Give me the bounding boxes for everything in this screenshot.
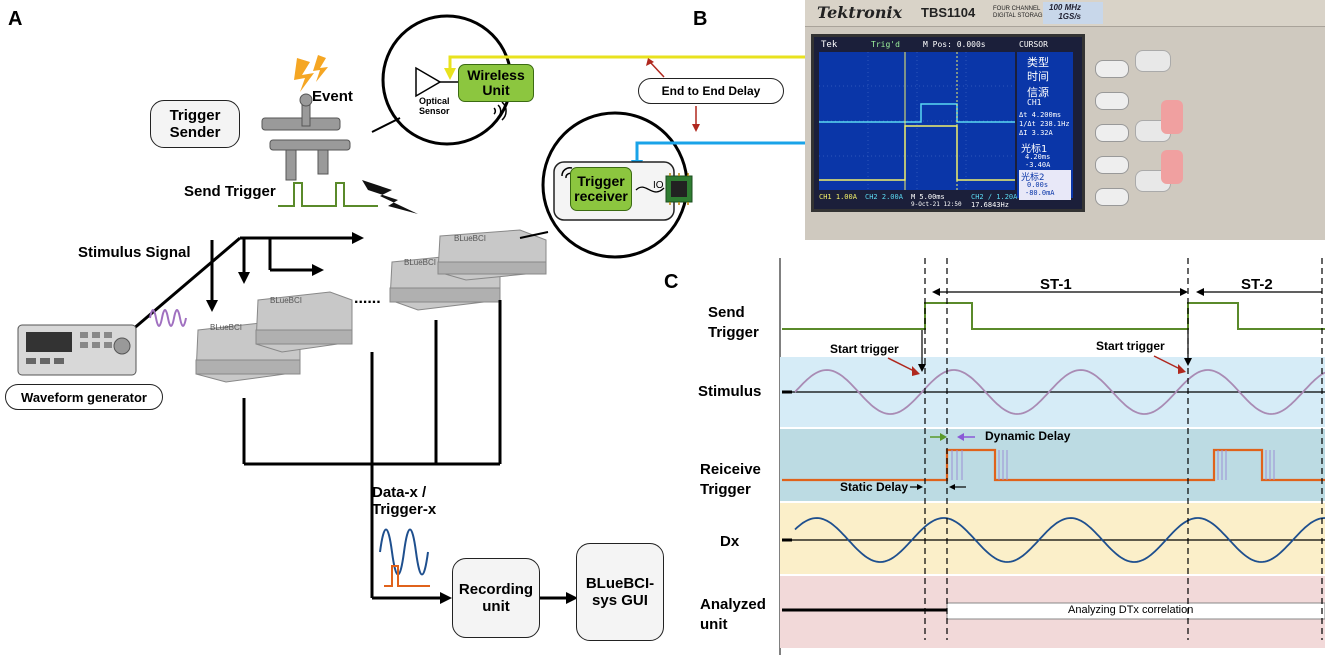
dx-row-label: Dx [720, 533, 740, 550]
blue-signal-line [635, 141, 805, 164]
scope-c1-i: -3.40A [1025, 161, 1051, 169]
static-delay-label: Static Delay [840, 480, 909, 494]
wireless-unit-box: Wireless Unit [458, 64, 534, 102]
io-label: IO [653, 180, 664, 191]
wireless-signal-icon [493, 101, 507, 121]
send-trigger-row-label: Send Trigger [708, 304, 759, 341]
panel-b-letter: B [693, 8, 708, 30]
scope-mpos: M Pos: 0.000s [923, 40, 986, 49]
scope-cursor-title: CURSOR [1019, 40, 1048, 49]
device-brand-2: BLueBCI [270, 296, 303, 305]
scope-cursor-source: 信源 [1027, 86, 1049, 99]
panel-a-letter: A [8, 8, 23, 30]
trigger-sender-clamp [261, 93, 351, 181]
optical-sensor-icon [415, 66, 442, 98]
receive-trigger-row-label: Reiceive Trigger [700, 461, 761, 498]
trigger-sender-label: Trigger Sender [169, 107, 221, 141]
recording-unit-box: Recording unit [452, 558, 540, 638]
stimulus-signal-label: Stimulus Signal [78, 244, 191, 261]
optical-sensor-label: Optical Sensor [419, 96, 450, 117]
waveform-generator-device [17, 324, 137, 376]
data-blue-wave [379, 528, 429, 576]
send-trigger-pulse [278, 182, 378, 207]
analyzed-unit-row-label: Analyzed unit [700, 596, 766, 633]
scope-delta-i: ΔI 3.32A [1019, 129, 1053, 137]
stimulus-wave [794, 369, 1325, 415]
dynamic-delay-label: Dynamic Delay [985, 429, 1071, 443]
event-label: Event [312, 88, 353, 105]
scope-tek: Tek [821, 40, 838, 50]
send-trigger-label: Send Trigger [184, 183, 276, 200]
event-lightning-icon [294, 55, 328, 92]
oscilloscope-photo: Tektronix TBS1104 FOUR CHANNEL DIGITAL S… [805, 0, 1325, 240]
end-to-end-delay-label: End to End Delay [638, 78, 784, 104]
scope-ch1: CH1 1.00A [819, 193, 857, 201]
scope-trig: Trig'd [871, 40, 900, 49]
device-brand-1: BLueBCI [210, 323, 243, 332]
yellow-signal-line [448, 55, 805, 72]
scope-ch2: CH2 2.00A [865, 193, 903, 201]
send-trigger-waveform [782, 302, 1325, 330]
scope-cursor1: 光标1 [1021, 144, 1048, 155]
scope-delta-t: Δt 4.200ms [1019, 111, 1062, 119]
devices-ellipsis: ...... [354, 290, 381, 307]
scope-m-time: M 5.00ms [911, 193, 945, 201]
gui-box: BLueBCI- sys GUI [576, 543, 664, 641]
scope-traces [819, 52, 1015, 190]
start-trigger-label-1: Start trigger [830, 342, 899, 356]
scope-c2-i: -80.0mA [1025, 189, 1055, 197]
scope-ch2-trig: CH2 ∕ 1.20A [971, 193, 1018, 201]
analyzing-label: Analyzing DTx correlation [1068, 604, 1194, 616]
device-brand-4: BLueBCI [454, 234, 487, 243]
scope-one-over-dt: 1/Δt 238.1Hz [1019, 120, 1070, 128]
data-trigger-label: Data-x / Trigger-x [372, 484, 437, 519]
recording-unit-label: Recording unit [458, 581, 534, 615]
gui-label: BLueBCI- sys GUI [585, 575, 655, 609]
wireless-zigzag-icon [362, 180, 418, 214]
trigger-receiver-box: Trigger receiver [570, 167, 632, 211]
data-trigger-pulse [384, 565, 430, 587]
scope-date: 9-Oct-21 12:50 [911, 201, 962, 208]
scope-cursor-type: 类型 [1027, 56, 1049, 69]
trigger-receiver-label: Trigger receiver [574, 172, 628, 204]
scope-brand: Tektronix [817, 3, 903, 22]
scope-model: TBS1104 [921, 5, 976, 20]
st2-label: ST-2 [1241, 276, 1273, 293]
scope-cursor-ch: CH1 [1027, 98, 1042, 107]
trigger-sender-box: Trigger Sender [150, 100, 240, 148]
scope-c2-t: 0.00s [1027, 181, 1049, 189]
chip-icon [665, 173, 693, 205]
device-brand-3: BLueBCI [404, 258, 437, 267]
scope-freq: 17.6843Hz [971, 201, 1009, 209]
panel-c-letter: C [664, 271, 679, 293]
scope-c1-t: 4.20ms [1025, 153, 1051, 161]
receive-trigger-waveform [782, 448, 1325, 482]
start-trigger-label-2: Start trigger [1096, 339, 1165, 353]
waveform-generator-label: Waveform generator [5, 384, 163, 410]
stimulus-row-label: Stimulus [698, 383, 762, 400]
scope-cursor2: 光标2 [1021, 173, 1045, 183]
dx-wave [794, 517, 1325, 563]
st1-label: ST-1 [1040, 276, 1072, 293]
scope-spec: 100 MHz 1GS/s [1049, 3, 1082, 22]
wireless-unit-label: Wireless Unit [467, 66, 525, 98]
scope-cursor-time: 时间 [1027, 70, 1049, 83]
stimulus-purple-wave [149, 309, 187, 327]
